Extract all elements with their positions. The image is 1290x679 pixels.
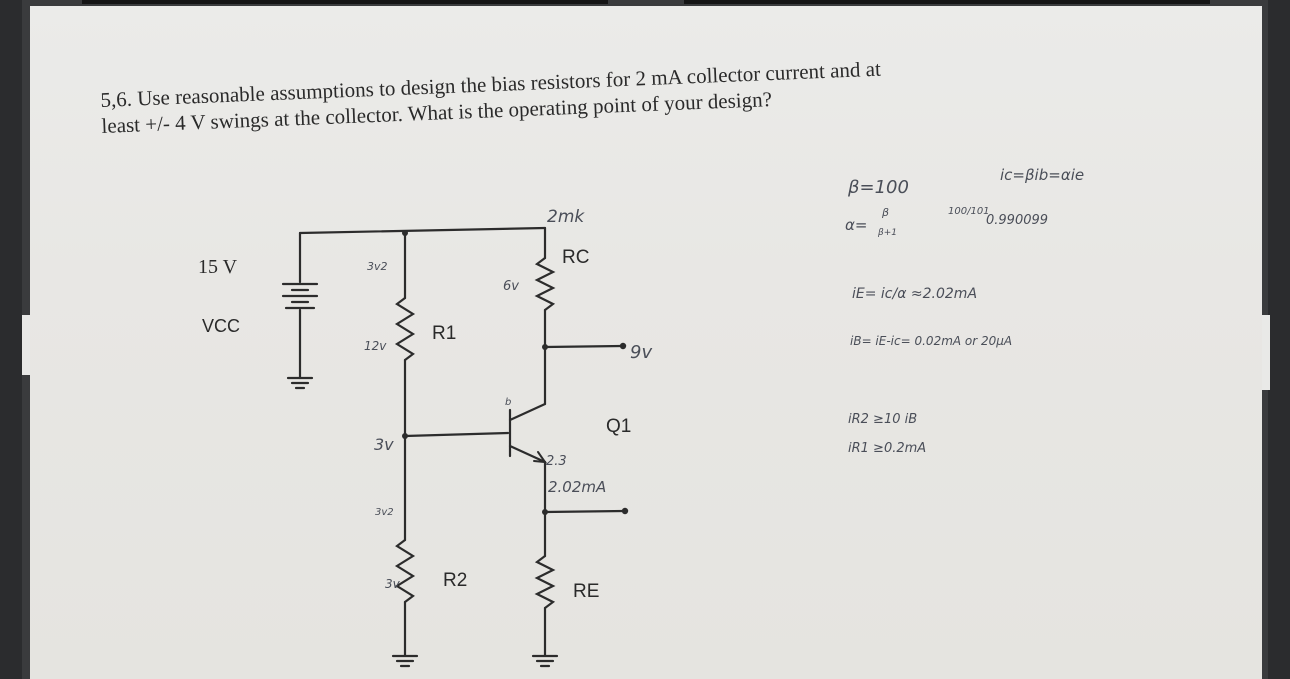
transistor-collector-leg (508, 402, 547, 422)
battery-ground (286, 376, 314, 390)
base-voltage-note: 3v (374, 435, 394, 454)
top-border-left (82, 0, 608, 4)
rc-label: RC (562, 247, 589, 268)
emitter-out-wire (543, 509, 626, 514)
emitter-current-note: 2.02mA (548, 478, 606, 496)
ir2-equation-note: iR2 ≥10 iB (848, 412, 917, 427)
rc-resistor (534, 256, 556, 312)
battery-symbol (281, 282, 319, 310)
alpha-lhs-note: α= (845, 216, 867, 234)
r2-label: R2 (443, 570, 467, 591)
right-frame (1268, 0, 1290, 679)
r2-top-note: 3v2 (375, 507, 394, 518)
collector-out-wire (543, 344, 624, 349)
left-white-strip (22, 315, 30, 375)
ic-formula-note: ic=βib=αie (1000, 166, 1084, 184)
emitter-output-dot (621, 507, 629, 515)
r2-vdrop-note: 3v (385, 577, 401, 591)
r1-resistor (394, 296, 416, 362)
transistor-label: Q1 (606, 416, 631, 437)
r2-resistor (394, 538, 416, 604)
alpha-num-note: β (881, 206, 889, 219)
right-white-strip (1262, 315, 1270, 390)
collector-output-dot (619, 342, 627, 350)
top-rail-wire (298, 226, 547, 235)
re-label: RE (573, 581, 599, 602)
emitter-node (542, 509, 548, 515)
collector-node (542, 344, 548, 350)
r1-top-note: 3v2 (367, 260, 388, 273)
be-note: b (505, 397, 511, 408)
worksheet-photo (30, 6, 1262, 679)
transistor-emitter-leg (508, 444, 547, 464)
supply-value-label: 15 V (198, 256, 238, 278)
rc-value-note: 2mk (547, 207, 585, 227)
supply-name-label: VCC (202, 316, 240, 336)
alpha-frac-note: 100/101 (948, 206, 990, 217)
top-border-right (684, 0, 1210, 4)
collector-node-note: 9v (630, 342, 652, 363)
ie-equation-note: iE= ic/α ≈2.02mA (852, 286, 977, 302)
r2-ground (391, 654, 419, 668)
re-ground (531, 654, 559, 668)
r1-label: R1 (432, 323, 456, 344)
top-rail-node (402, 230, 408, 236)
alpha-den-note: β+1 (877, 228, 897, 238)
ir1-equation-note: iR1 ≥0.2mA (848, 441, 926, 456)
left-frame (0, 0, 22, 679)
base-wire (403, 431, 510, 438)
base-node (402, 433, 408, 439)
ib-equation-note: iB= iE-ic= 0.02mA or 20μA (850, 334, 1012, 348)
rc-vdrop-note: 6v (503, 279, 519, 294)
beta-note: β=100 (847, 177, 909, 198)
alpha-value-note: 0.990099 (986, 213, 1048, 228)
emitter-voltage-note: 2.3 (546, 454, 567, 469)
r1-vdrop-note: 12v (364, 339, 387, 353)
re-resistor (534, 554, 556, 610)
